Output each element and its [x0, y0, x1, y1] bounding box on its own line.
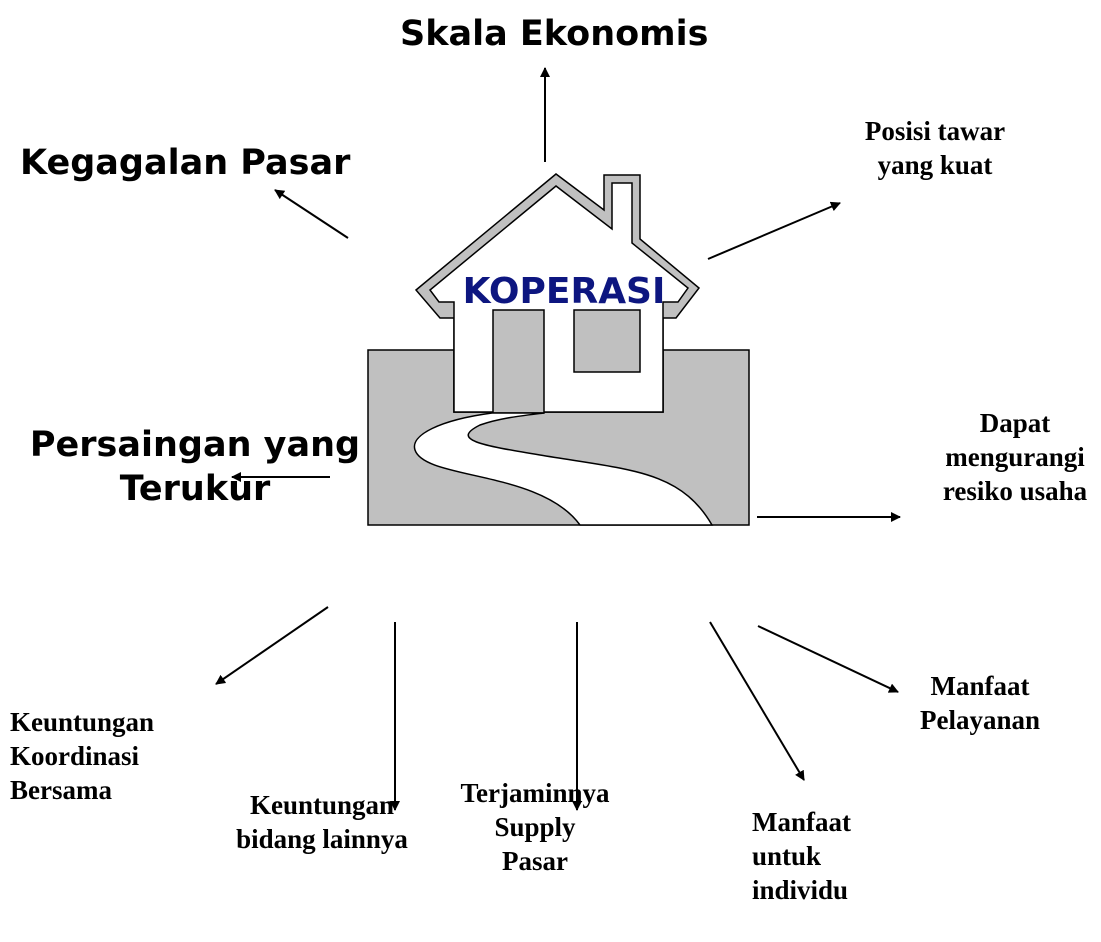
label-skala-ekonomis: Skala Ekonomis — [400, 14, 709, 54]
label-kegagalan-pasar: Kegagalan Pasar — [20, 143, 351, 183]
arrow-kegagalan-pasar — [274, 189, 349, 239]
arrows — [215, 67, 901, 811]
label-dapat-mengurangi: Dapat mengurangi resiko usaha — [942, 408, 1088, 506]
koperasi-label: KOPERASI — [463, 271, 666, 312]
arrow-manfaat-individu — [709, 621, 805, 781]
label-keuntungan-koordinasi: Keuntungan Koordinasi Bersama — [10, 707, 155, 805]
label-manfaat-individu: Manfaat untuk individu — [752, 807, 851, 905]
house-path — [413, 412, 714, 526]
house-illustration: KOPERASI — [367, 173, 750, 526]
label-posisi-tawar: Posisi tawar yang kuat — [864, 116, 1006, 180]
house-door — [492, 309, 545, 414]
label-manfaat-pelayanan: Manfaat Pelayanan — [919, 671, 1040, 735]
label-terjaminnya-supply: Terjaminnya Supply Pasar — [460, 778, 610, 876]
arrow-manfaat-pelayanan — [757, 625, 899, 693]
house-window — [573, 309, 641, 373]
arrow-keuntungan-koordinasi — [215, 606, 329, 685]
label-persaingan-terukur: Persaingan yang Terukur — [29, 425, 361, 509]
label-keuntungan-bidang: Keuntungan bidang lainnya — [236, 790, 408, 854]
arrow-posisi-tawar — [707, 201, 841, 260]
